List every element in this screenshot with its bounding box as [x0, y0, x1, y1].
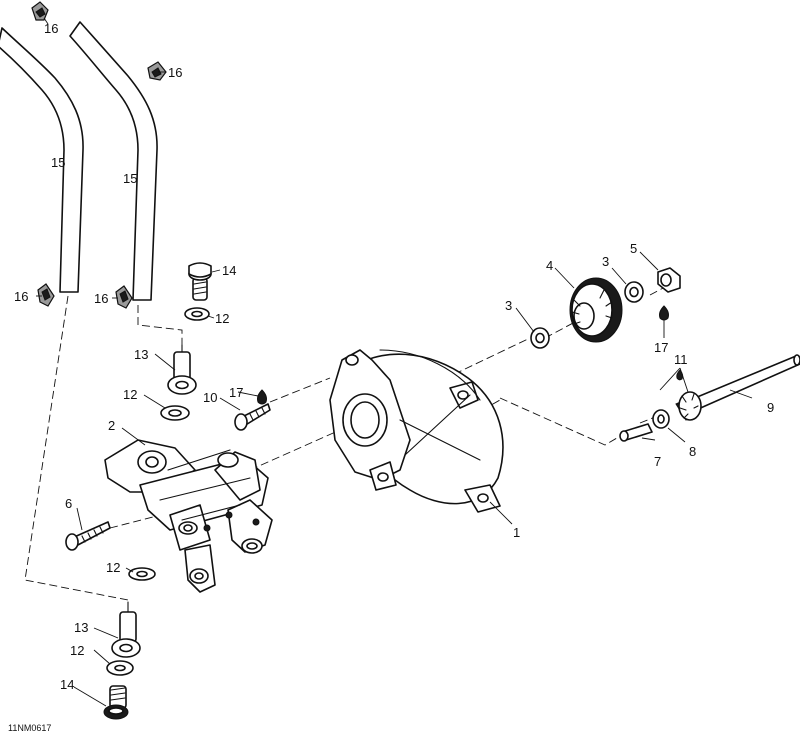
callout-13-top: 13	[134, 347, 148, 362]
callout-7: 7	[654, 454, 661, 469]
callout-labels: 16 16 15 15 16 16 14 12 13 12 17 10 2 6 …	[14, 21, 774, 692]
pump-housing-cover[interactable]	[329, 349, 504, 513]
callout-16-bottom-right: 16	[94, 291, 108, 306]
gear-nut[interactable]	[657, 267, 681, 293]
screw-pump-mount[interactable]	[65, 521, 111, 551]
banjo-bolt-bottom[interactable]	[103, 685, 129, 720]
callout-9: 9	[767, 400, 774, 415]
shim-washer-left[interactable]	[530, 327, 550, 349]
banjo-fitting-bottom[interactable]	[111, 601, 141, 658]
pump-shaft[interactable]	[675, 354, 800, 421]
callout-10: 10	[203, 390, 217, 405]
hose-clip-bottom-left[interactable]	[37, 283, 55, 307]
callout-14-bottom: 14	[60, 677, 74, 692]
callout-12-lower: 12	[106, 560, 120, 575]
oil-pump-body[interactable]	[104, 439, 273, 593]
thread-locker-drop-nut	[659, 305, 669, 321]
thread-locker-drop-screw	[257, 389, 267, 405]
sealing-washer-top[interactable]	[184, 307, 210, 321]
callout-12-bottom: 12	[70, 643, 84, 658]
sealing-washer-lower[interactable]	[128, 567, 156, 581]
shim-washer-right[interactable]	[624, 281, 644, 303]
callout-leaders	[36, 17, 753, 707]
callout-11: 11	[674, 352, 688, 367]
shaft-washer[interactable]	[652, 409, 670, 429]
oil-hose-right[interactable]	[69, 21, 158, 301]
callout-17-screw: 17	[229, 385, 243, 400]
callout-3-right: 3	[602, 254, 609, 269]
hose-clip-bottom-right[interactable]	[115, 285, 133, 309]
callout-14-top: 14	[222, 263, 236, 278]
callout-16-top-right: 16	[168, 65, 182, 80]
callout-3-left: 3	[505, 298, 512, 313]
sealing-washer-bottom[interactable]	[106, 660, 134, 676]
dowel-pin[interactable]	[619, 423, 653, 442]
callout-6: 6	[65, 496, 72, 511]
callout-8: 8	[689, 444, 696, 459]
callout-12-middle: 12	[123, 387, 137, 402]
hose-clip-top-right[interactable]	[147, 61, 167, 81]
callout-16-top-left: 16	[44, 21, 58, 36]
drawing-code: 11NM0617	[8, 723, 51, 733]
hose-clip-top-left[interactable]	[31, 1, 49, 21]
callout-17-nut: 17	[654, 340, 668, 355]
callout-5: 5	[630, 241, 637, 256]
callout-15-right: 15	[123, 171, 137, 186]
callout-1: 1	[513, 525, 520, 540]
banjo-fitting-top[interactable]	[167, 344, 197, 395]
oil-hose-left[interactable]	[0, 27, 84, 293]
screw-10[interactable]	[234, 403, 271, 431]
callout-4: 4	[546, 258, 553, 273]
alignment-marks	[659, 367, 689, 393]
callout-16-bottom-left: 16	[14, 289, 28, 304]
callout-2: 2	[108, 418, 115, 433]
sealing-washer-middle[interactable]	[160, 405, 190, 421]
banjo-bolt-top[interactable]	[188, 262, 212, 301]
drive-gear[interactable]	[569, 277, 623, 343]
callout-15-left: 15	[51, 155, 65, 170]
callout-13-bottom: 13	[74, 620, 88, 635]
callout-12-top: 12	[215, 311, 229, 326]
